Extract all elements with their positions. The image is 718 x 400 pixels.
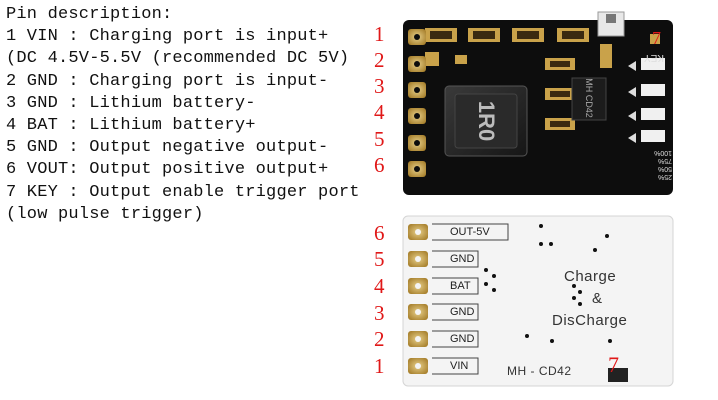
status-leds <box>628 58 665 143</box>
description-line: 2 GND : Charging port is input- <box>6 71 329 91</box>
description-line: 1 VIN : Charging port is input+ <box>6 27 329 47</box>
battery-level: 100% <box>654 149 672 156</box>
bottom-pin-label: VIN <box>450 360 469 372</box>
bottom-pcb <box>402 215 674 387</box>
description-line: 5 GND : Output negative output- <box>6 138 329 158</box>
top-pcb <box>403 20 673 195</box>
board-title-line1: Charge <box>564 268 617 285</box>
board-title-line2: DisCharge <box>552 312 628 329</box>
description-line: (DC 4.5V-5.5V (recommended DC 5V) <box>6 49 350 69</box>
description-line: 3 GND : Lithium battery- <box>6 93 256 113</box>
description-line: (low pulse trigger) <box>6 204 204 224</box>
bottom-pin-number: 6 <box>374 221 385 245</box>
battery-level: 25% <box>657 173 672 180</box>
battery-level: 50% <box>657 165 672 172</box>
bottom-pin-label: GND <box>450 253 475 265</box>
description-heading: Pin description: <box>6 5 173 24</box>
passive-component <box>425 28 457 42</box>
key-label: KEY <box>644 52 665 63</box>
top-pin-number: 5 <box>374 127 385 151</box>
bottom-key-number: 7 <box>608 352 619 377</box>
description-line: 7 KEY : Output enable trigger port <box>6 182 360 202</box>
board-model: MH - CD42 <box>507 364 572 378</box>
top-pin-number: 1 <box>374 22 385 46</box>
pin-description: Pin description: 1 VIN : Charging port i… <box>6 4 360 226</box>
top-pin-number: 4 <box>374 100 385 124</box>
board-title-amp: & <box>592 290 603 307</box>
battery-level: 75% <box>657 157 672 164</box>
bottom-pin-number: 4 <box>374 274 385 298</box>
description-line: 4 BAT : Lithium battery+ <box>6 116 256 136</box>
description-line: 6 VOUT: Output positive output+ <box>6 160 329 180</box>
bottom-pin-number: 3 <box>374 301 385 325</box>
bottom-pin-pads <box>408 224 428 374</box>
bottom-pin-label: OUT-5V <box>450 226 490 238</box>
top-pin-pads <box>408 29 426 177</box>
inductor-label: 1R0 <box>474 100 500 142</box>
bottom-pin-number: 5 <box>374 247 385 271</box>
passive-component <box>557 28 589 42</box>
top-pin-number: 6 <box>374 153 385 177</box>
bottom-pin-label: BAT <box>450 280 471 292</box>
ic-label: MH CD42 <box>584 78 594 118</box>
bottom-pin-label: GND <box>450 306 475 318</box>
battery-level-labels: 100% 75% 50% 25% <box>640 148 672 180</box>
passive-component <box>512 28 544 42</box>
slide-switch <box>597 11 625 37</box>
bottom-pin-number: 1 <box>374 354 385 378</box>
passive-component <box>468 28 500 42</box>
top-key-number: 7 <box>652 28 661 48</box>
bottom-pin-number: 2 <box>374 327 385 351</box>
top-pin-number: 2 <box>374 48 385 72</box>
bottom-pin-label: GND <box>450 333 475 345</box>
top-pin-number: 3 <box>374 74 385 98</box>
